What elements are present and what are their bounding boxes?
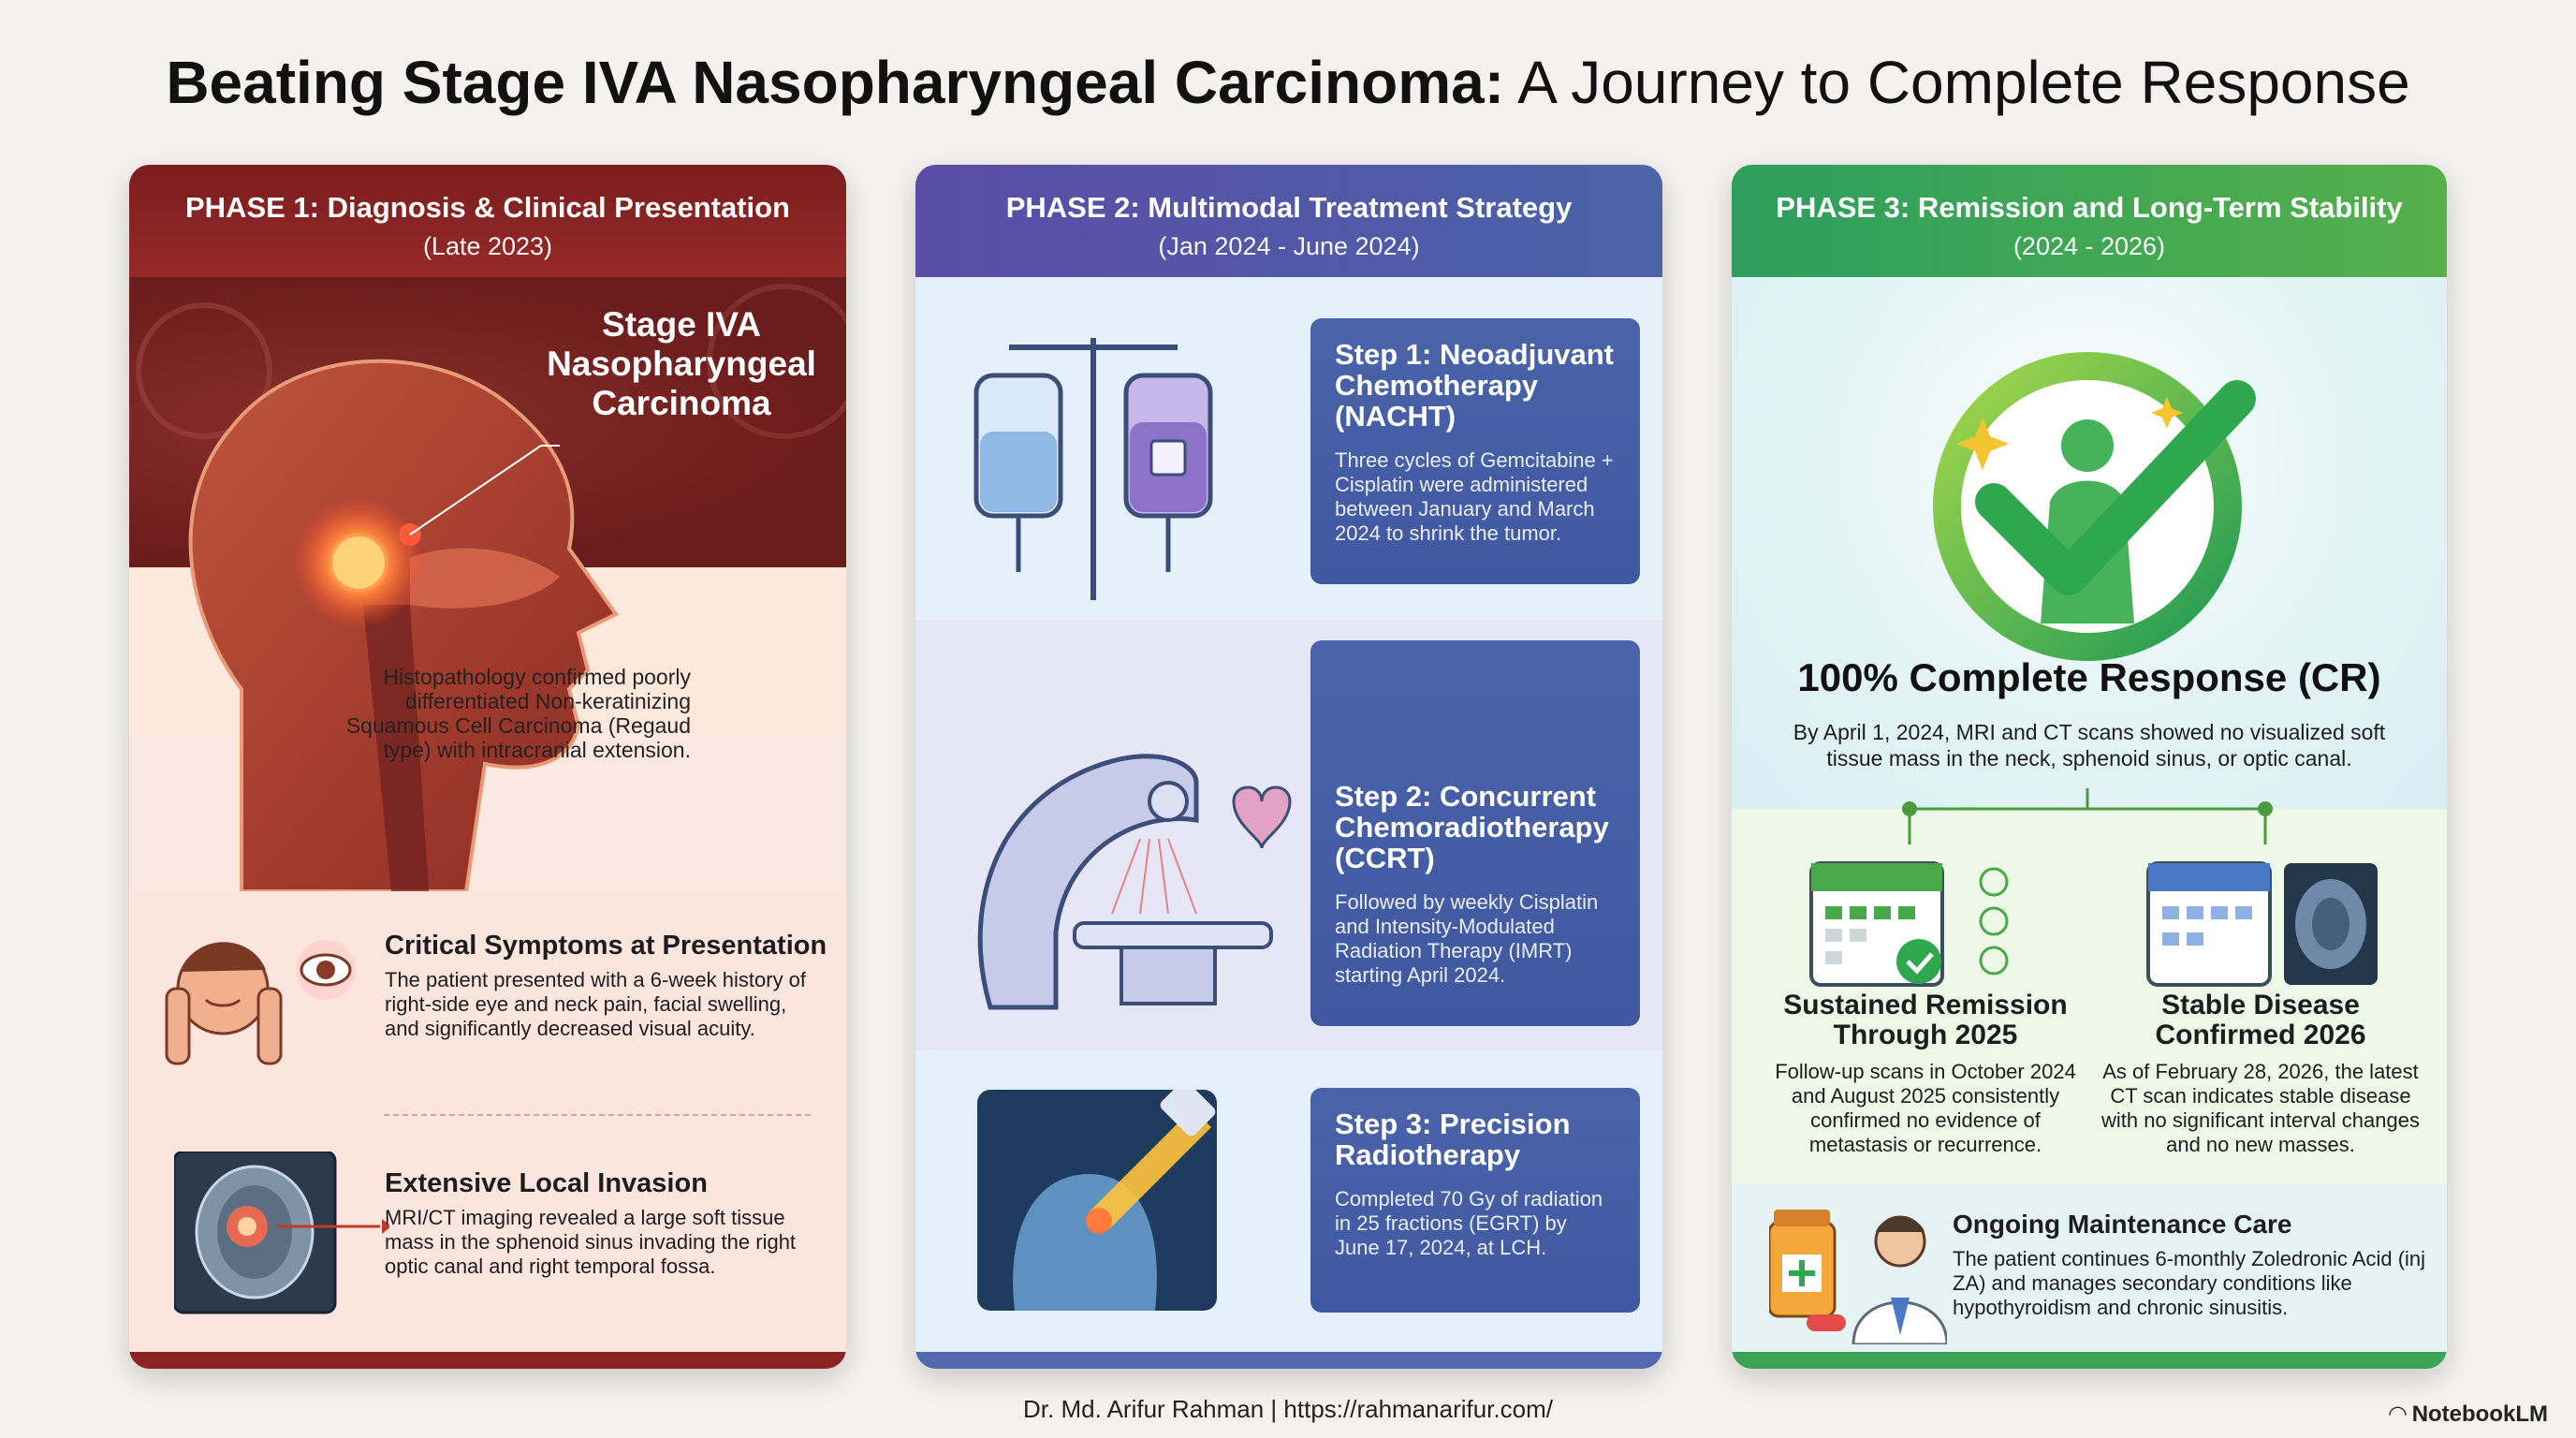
phase3-period: (2024 - 2026)	[2012, 232, 2166, 260]
phase2-period: (Jan 2024 - June 2024)	[1158, 232, 1420, 260]
title-bold: Beating Stage IVA Nasopharyngeal Carcino…	[166, 49, 1504, 116]
iv-bags-icon	[973, 338, 1213, 600]
checkmark-badge-icon	[1933, 352, 2256, 661]
footer-credit: Dr. Md. Arifur Rahman | https://rahmanar…	[1023, 1395, 1553, 1423]
stable-title: Stable Disease Confirmed 2026	[2155, 990, 2366, 1050]
medication-doctor-icon	[1769, 1210, 1947, 1344]
step3-card: Step 3: Precision Radiotherapy Completed…	[1310, 1088, 1640, 1313]
cr-text: By April 1, 2024, MRI and CT scans showe…	[1793, 720, 2386, 770]
step2-text: Followed by weekly Cisplatin and Intensi…	[1335, 890, 1599, 987]
symptom-face-icon	[165, 940, 356, 1065]
step2-card: Step 2: Concurrent Chemoradiotherapy (CC…	[1310, 640, 1640, 1026]
calendar-scan-icon	[2146, 861, 2378, 987]
title-rest: A Journey to Complete Response	[1504, 49, 2410, 116]
phase3-bottom-bar	[1732, 1352, 2447, 1369]
phase1-heading: PHASE 1: Diagnosis & Clinical Presentati…	[185, 191, 790, 224]
phase2-heading: PHASE 2: Multimodal Treatment Strategy	[1005, 191, 1573, 224]
maintenance-section	[1732, 1183, 2447, 1369]
symptoms-text: The patient presented with a 6-week hist…	[385, 968, 807, 1040]
phase2-header: PHASE 2: Multimodal Treatment Strategy (…	[915, 165, 1662, 277]
phase2-panel: PHASE 2: Multimodal Treatment Strategy (…	[915, 165, 1662, 1369]
phase3-header: PHASE 3: Remission and Long-Term Stabili…	[1732, 165, 2447, 277]
invasion-title: Extensive Local Invasion	[385, 1168, 708, 1198]
phase1-panel: PHASE 1: Diagnosis & Clinical Presentati…	[129, 165, 846, 1369]
histopathology-text: Histopathology confirmed poorly differen…	[345, 665, 691, 762]
phase1-header: PHASE 1: Diagnosis & Clinical Presentati…	[129, 165, 846, 277]
calendar-check-icon	[1809, 861, 2009, 987]
divider	[384, 1114, 811, 1116]
head-profile-illustration	[136, 284, 846, 891]
phase1-period: (Late 2023)	[422, 232, 553, 260]
brand-name: NotebookLM	[2411, 1401, 2548, 1427]
brain-scan-icon	[174, 1152, 389, 1314]
step1-text: Three cycles of Gemcitabine + Cisplatin …	[1335, 448, 1614, 545]
step3-text: Completed 70 Gy of radiation in 25 fract…	[1335, 1187, 1603, 1259]
step1-title: Step 1: Neoadjuvant Chemotherapy (NACHT)	[1335, 338, 1614, 433]
step1-card: Step 1: Neoadjuvant Chemotherapy (NACHT)…	[1310, 318, 1640, 584]
step3-title: Step 3: Precision Radiotherapy	[1335, 1108, 1571, 1171]
page-title: Beating Stage IVA Nasopharyngeal Carcino…	[0, 43, 2576, 122]
invasion-text: MRI/CT imaging revealed a large soft tis…	[385, 1206, 797, 1278]
care-title: Ongoing Maintenance Care	[1953, 1210, 2292, 1239]
remission-text: Follow-up scans in October 2024 and Augu…	[1775, 1060, 2076, 1156]
stable-text: As of February 28, 2026, the latest CT s…	[2101, 1060, 2420, 1156]
sparkle-icon	[1956, 418, 2009, 470]
stage-label: Stage IVA Nasopharyngeal Carcinoma	[547, 305, 816, 422]
symptoms-title: Critical Symptoms at Presentation	[385, 931, 827, 961]
step2-title: Step 2: Concurrent Chemoradiotherapy (CC…	[1335, 780, 1609, 874]
remission-title: Sustained Remission Through 2025	[1783, 990, 2068, 1050]
notebooklm-icon: ◠	[2389, 1401, 2407, 1427]
heart-icon	[1232, 785, 1292, 849]
branch-connector	[1902, 788, 2273, 844]
phase1-bottom-bar	[129, 1352, 846, 1369]
precision-beam-icon	[977, 1090, 1217, 1311]
care-text: The patient continues 6-monthly Zoledron…	[1953, 1247, 2426, 1319]
phase3-heading: PHASE 3: Remission and Long-Term Stabili…	[1776, 191, 2403, 224]
radiation-machine-icon	[977, 754, 1292, 1010]
cr-title: 100% Complete Response (CR)	[1797, 655, 2381, 699]
brand-logo: ◠NotebookLM	[2389, 1401, 2548, 1428]
phase3-panel: PHASE 3: Remission and Long-Term Stabili…	[1732, 165, 2447, 1369]
phase2-bottom-bar	[915, 1352, 1662, 1369]
